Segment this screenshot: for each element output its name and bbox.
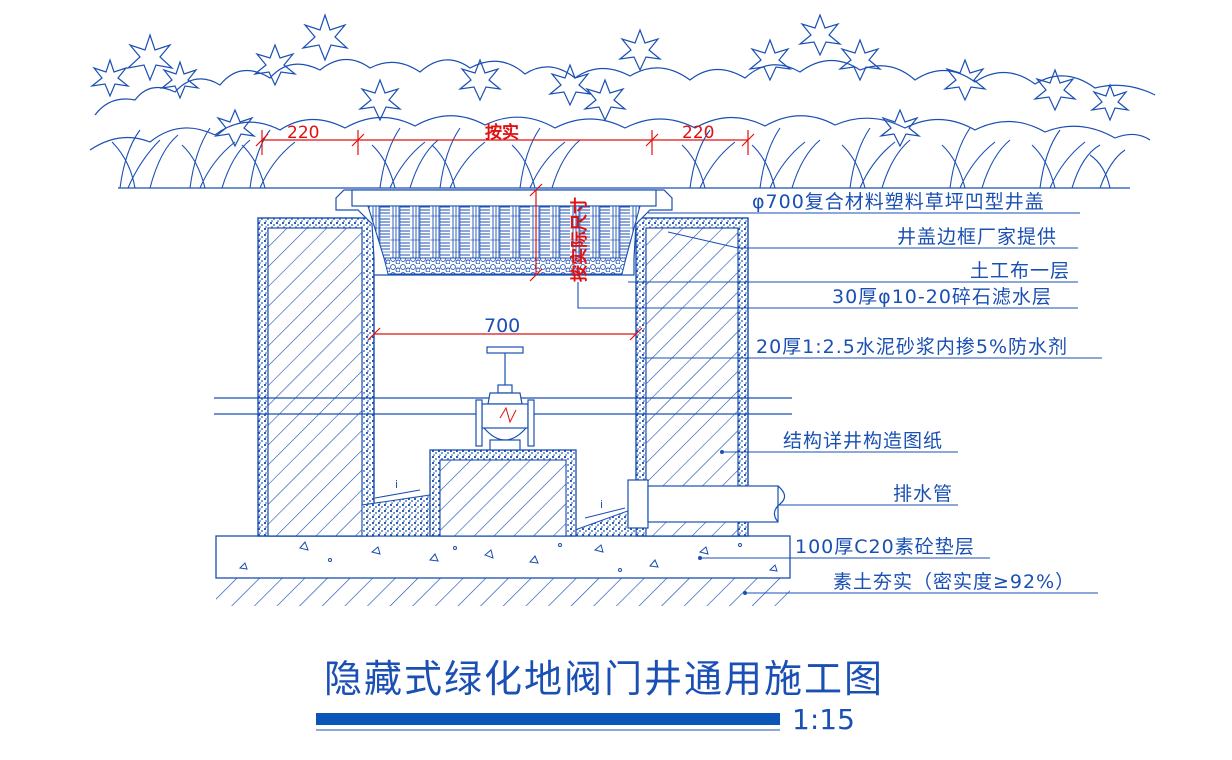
callout-cushion: 100厚C20素砼垫层 [795,536,975,558]
grass-icon [111,127,1126,189]
pedestal-hatch [440,460,566,536]
top-dimension-line [255,130,755,155]
inner-width-dimension [367,327,643,341]
drain-pipe-icon [627,479,786,529]
callout-drain-pipe: 排水管 [893,483,953,505]
callout-geotextile: 土工布一层 [970,260,1070,282]
callout-mortar: 20厚1:2.5水泥砂浆内掺5%防水剂 [756,336,1068,358]
page-title: 隐藏式绿化地阀门井通用施工图 [324,657,884,701]
dimension-vertical-note: 按实际尺寸 [569,197,590,282]
callout-cover: φ700复合材料塑料草坪凹型井盖 [752,191,1045,213]
svg-text:i: i [395,478,398,491]
shrub-icon [89,13,1131,148]
well-cover-grass-panel [367,205,641,259]
callout-structure: 结构详井构造图纸 [783,430,943,452]
left-wall-hatch [268,228,362,536]
slope-marks: i i [374,478,626,519]
right-wall-hatch [646,228,738,536]
dimension-top-span: 按实 [485,122,519,143]
valve-icon [475,346,535,451]
concrete-cushion [215,535,791,579]
vertical-dimension [529,183,543,282]
leader-dots [698,450,747,595]
scale-label: 1:15 [792,703,855,736]
callout-gravel-layer: 30厚φ10-20碎石滤水层 [832,286,1052,308]
vegetation [89,13,1156,189]
title-bar [316,713,780,725]
dimension-left-wall: 220 [287,123,319,143]
leader-lines [577,212,1102,594]
callout-soil: 素土夯实（密实度≥92%） [833,571,1075,593]
callout-cover-frame: 井盖边框厂家提供 [897,226,1057,248]
compacted-soil [216,578,790,606]
shrub-outline [94,58,1156,116]
gravel-filter-layer [383,257,627,275]
concrete-aggregate [238,541,778,572]
svg-text:i: i [600,498,603,511]
dimension-right-wall: 220 [682,123,714,143]
dimension-inner-width: 700 [484,315,520,337]
